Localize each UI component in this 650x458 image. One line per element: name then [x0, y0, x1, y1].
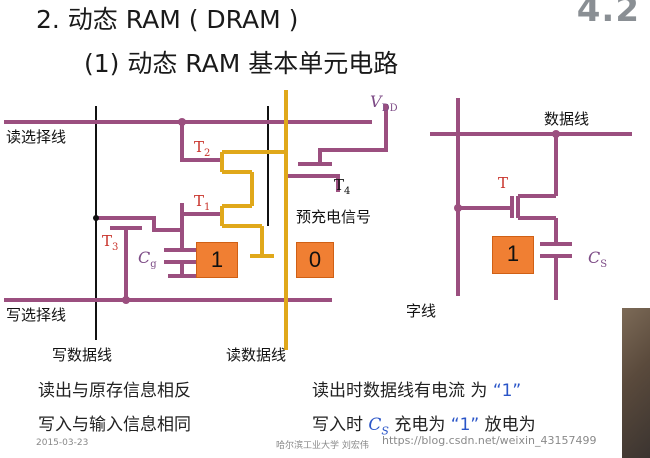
section-number: 4.2 — [576, 0, 640, 30]
write-charge-note: 写入时 CS 充电为 “1” 放电为 — [312, 415, 536, 438]
page-title: 2. 动态 RAM ( DRAM ) — [36, 5, 299, 34]
data-line-value-box: 0 — [296, 242, 334, 278]
write-data-line-label: 写数据线 — [52, 346, 113, 364]
read-current-note: 读出时数据线有电流 为 “1” — [312, 381, 522, 401]
right-purple-wires — [430, 98, 632, 300]
section-subtitle: (1) 动态 RAM 基本单元电路 — [84, 49, 399, 78]
t2-label: T2 — [194, 138, 211, 159]
t4-label: T4 — [334, 176, 351, 197]
csdn-watermark: https://blog.csdn.net/weixin_43157499 — [382, 434, 597, 447]
cell-value-box: 1 — [196, 242, 238, 278]
read-data-line-label: 读数据线 — [226, 346, 287, 364]
purple-wires — [4, 104, 388, 302]
gold-wires — [220, 90, 288, 350]
cs-capacitor-label: CS — [588, 248, 608, 271]
slide-date: 2015-03-23 — [36, 438, 89, 448]
t1-label: T1 — [194, 192, 211, 213]
write-same-note: 写入与输入信息相同 — [38, 415, 191, 435]
t-label: T — [498, 174, 509, 192]
t3-label: T3 — [102, 232, 119, 253]
data-line-label: 数据线 — [544, 110, 590, 128]
vdd-label: VDD — [370, 92, 398, 115]
read-select-line-label: 读选择线 — [6, 128, 67, 146]
right-cell-value-box: 1 — [492, 236, 534, 274]
write-select-line-label: 写选择线 — [6, 306, 67, 324]
precharge-signal-label: 预充电信号 — [296, 208, 372, 226]
presenter-video-thumbnail — [622, 308, 650, 458]
read-inverted-note: 读出与原存信息相反 — [38, 381, 191, 401]
slide-author: 哈尔滨工业大学 刘宏伟 — [276, 441, 369, 451]
word-line-label: 字线 — [406, 302, 437, 320]
cg-capacitor-label: Cg — [138, 248, 157, 271]
junction-dots — [122, 118, 560, 304]
